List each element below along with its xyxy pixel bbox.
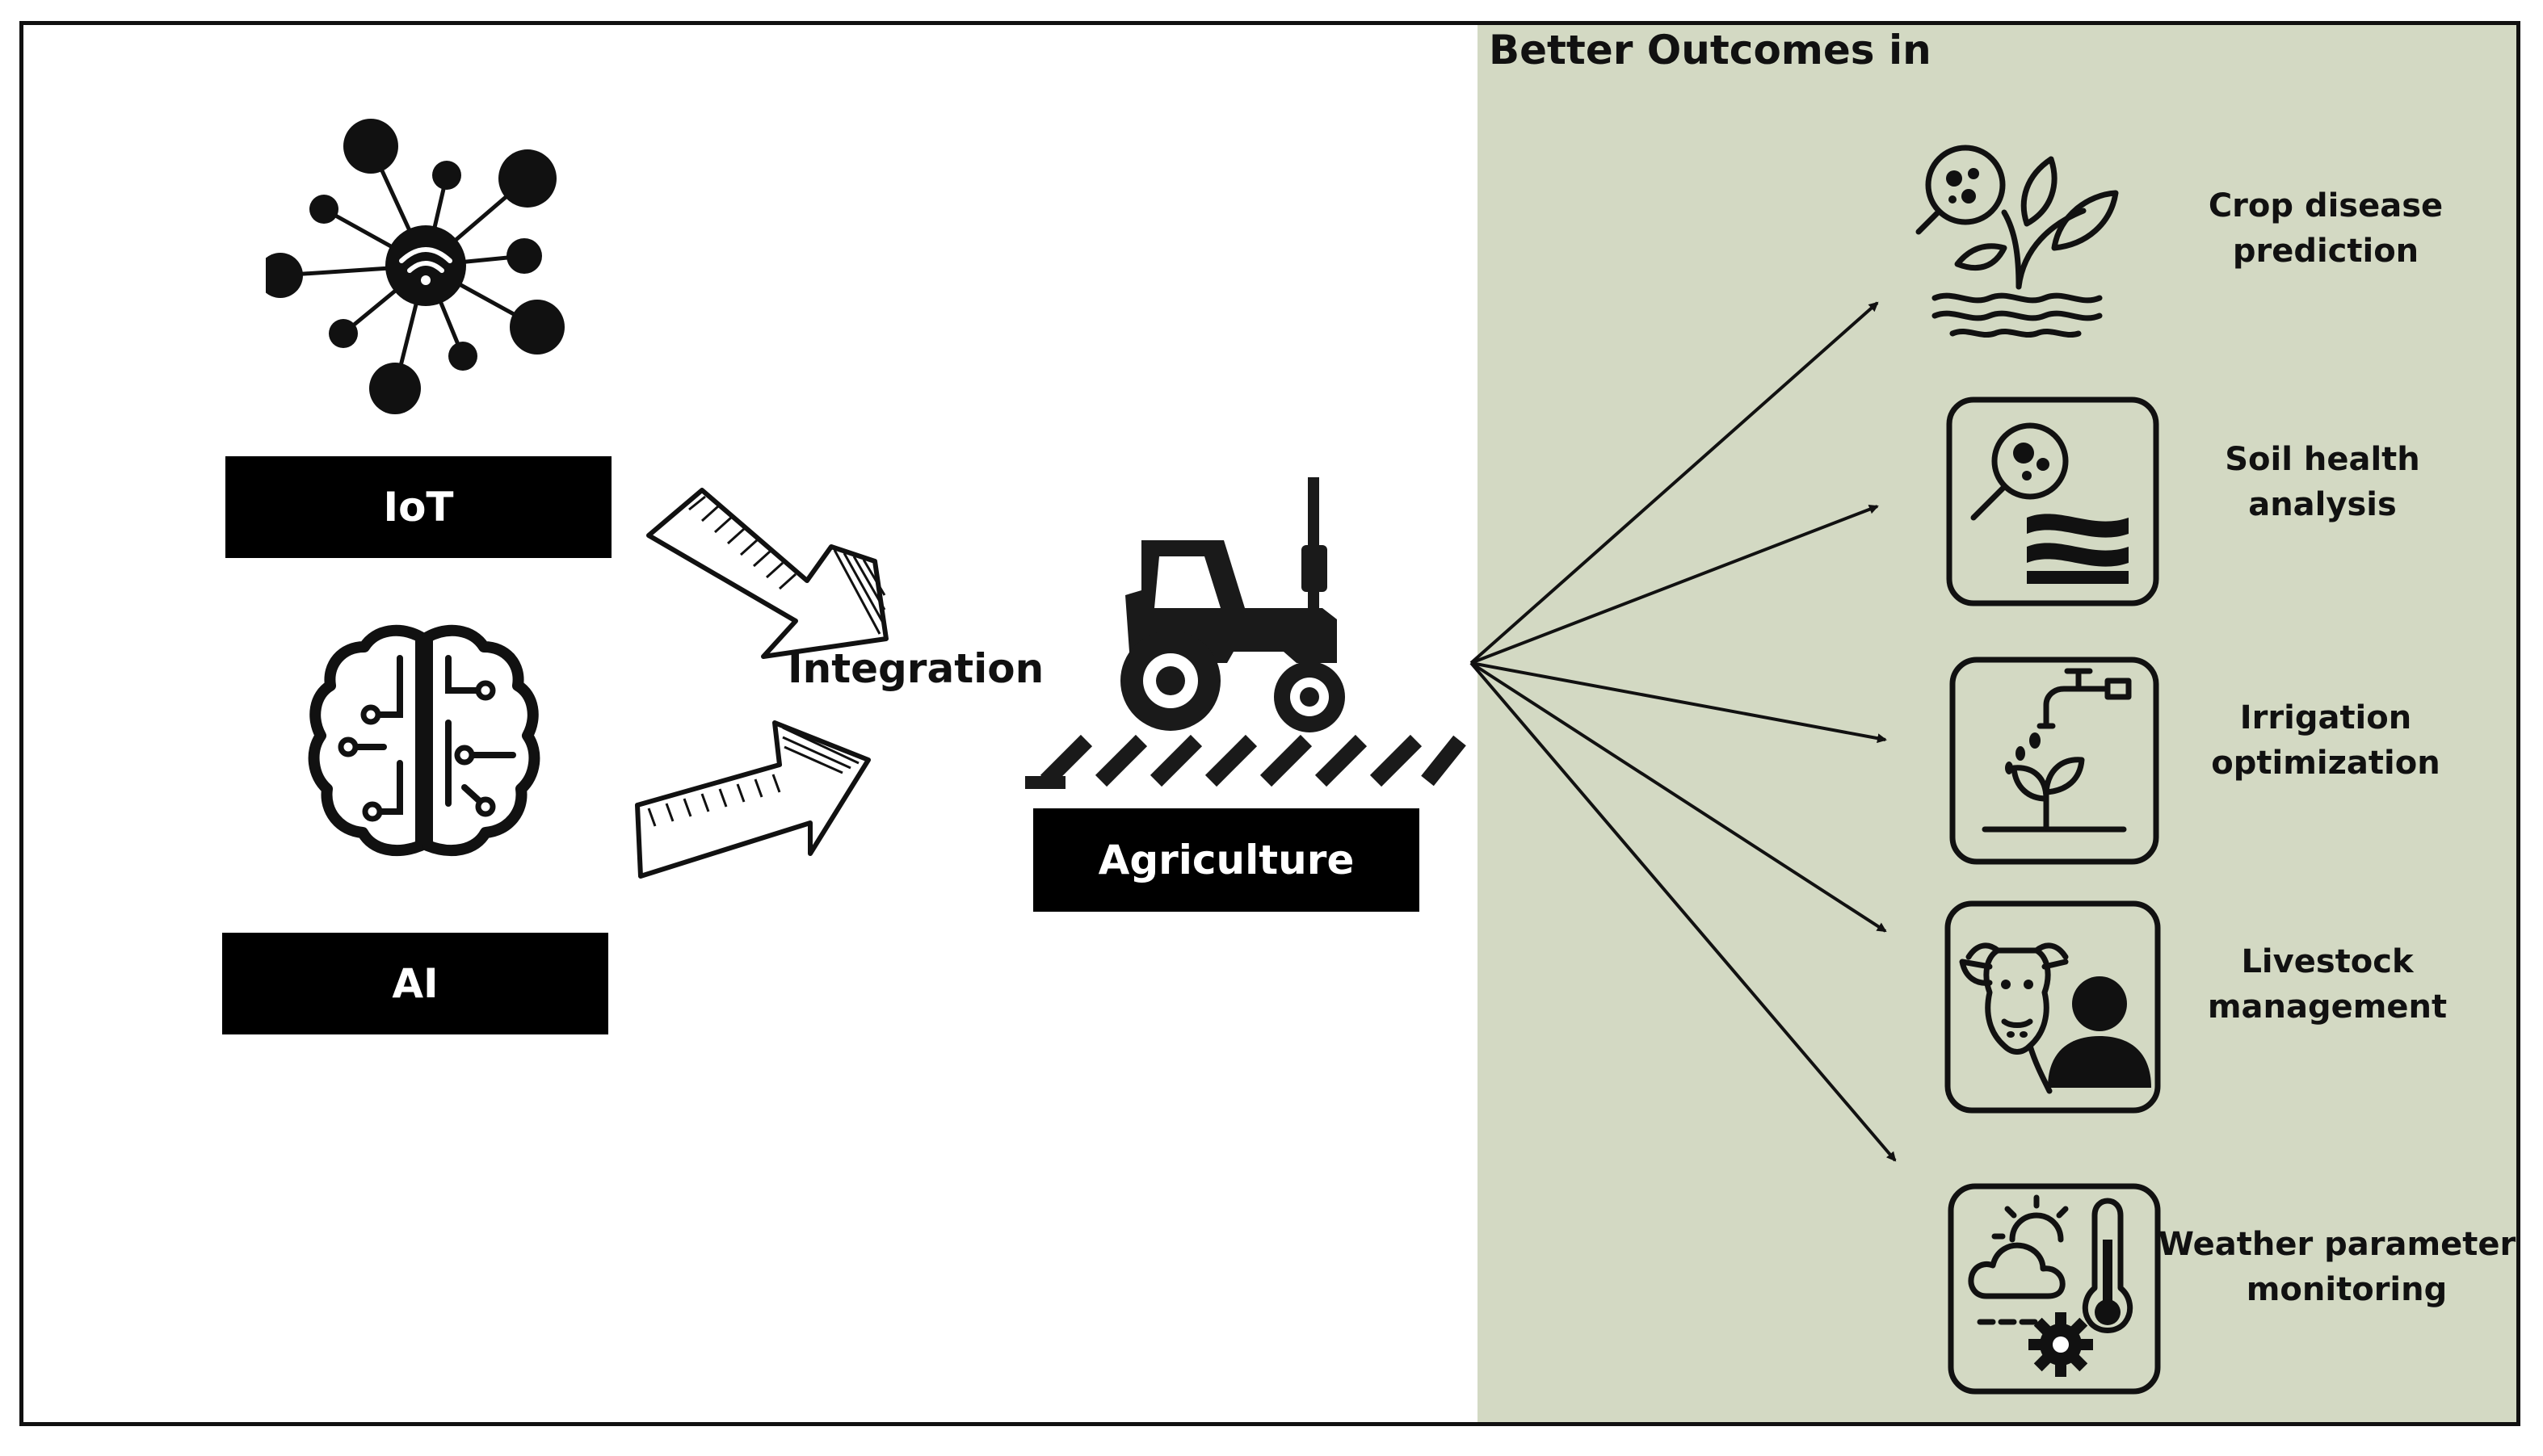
soil-magnifier-icon [1946, 397, 2159, 606]
outcome-label-weather: Weather parameters monitoring [2158, 1226, 2520, 1308]
diagram-frame: Better Outcomes in [19, 21, 2520, 1426]
ai-label-box: AI [222, 933, 608, 1034]
connector-arrows [1469, 301, 1897, 1162]
outcome-label-soil-health: Soil health analysis [2225, 441, 2420, 523]
arrow-to-crop-disease [1469, 301, 1879, 665]
panel-title: Better Outcomes in [1489, 27, 1931, 73]
cow-farmer-icon [1944, 900, 2161, 1114]
weather-thermometer-icon [1948, 1183, 2161, 1395]
iot-network-icon [266, 119, 565, 414]
ai-brain-icon [308, 624, 540, 856]
outcome-label-livestock: Livestock management [2207, 943, 2448, 1026]
outcome-label-crop-disease: Crop disease prediction [2208, 187, 2444, 270]
arrow-to-irrigation [1470, 661, 1887, 744]
agriculture-label-box: Agriculture [1033, 808, 1419, 912]
integration-label: Integration [788, 645, 1045, 692]
arrow-to-livestock [1469, 661, 1887, 933]
faucet-sprout-icon [1949, 657, 2159, 865]
plant-magnifier-icon [1915, 145, 2119, 338]
integration-arrow-ai [635, 720, 871, 879]
tractor-field-icon [1025, 477, 1466, 789]
arrow-to-weather [1469, 661, 1897, 1162]
integration-arrow-iot [646, 488, 889, 659]
iot-label-box: IoT [225, 456, 612, 558]
outcome-label-irrigation: Irrigation optimization [2211, 699, 2440, 782]
arrow-to-soil-health [1470, 505, 1879, 665]
